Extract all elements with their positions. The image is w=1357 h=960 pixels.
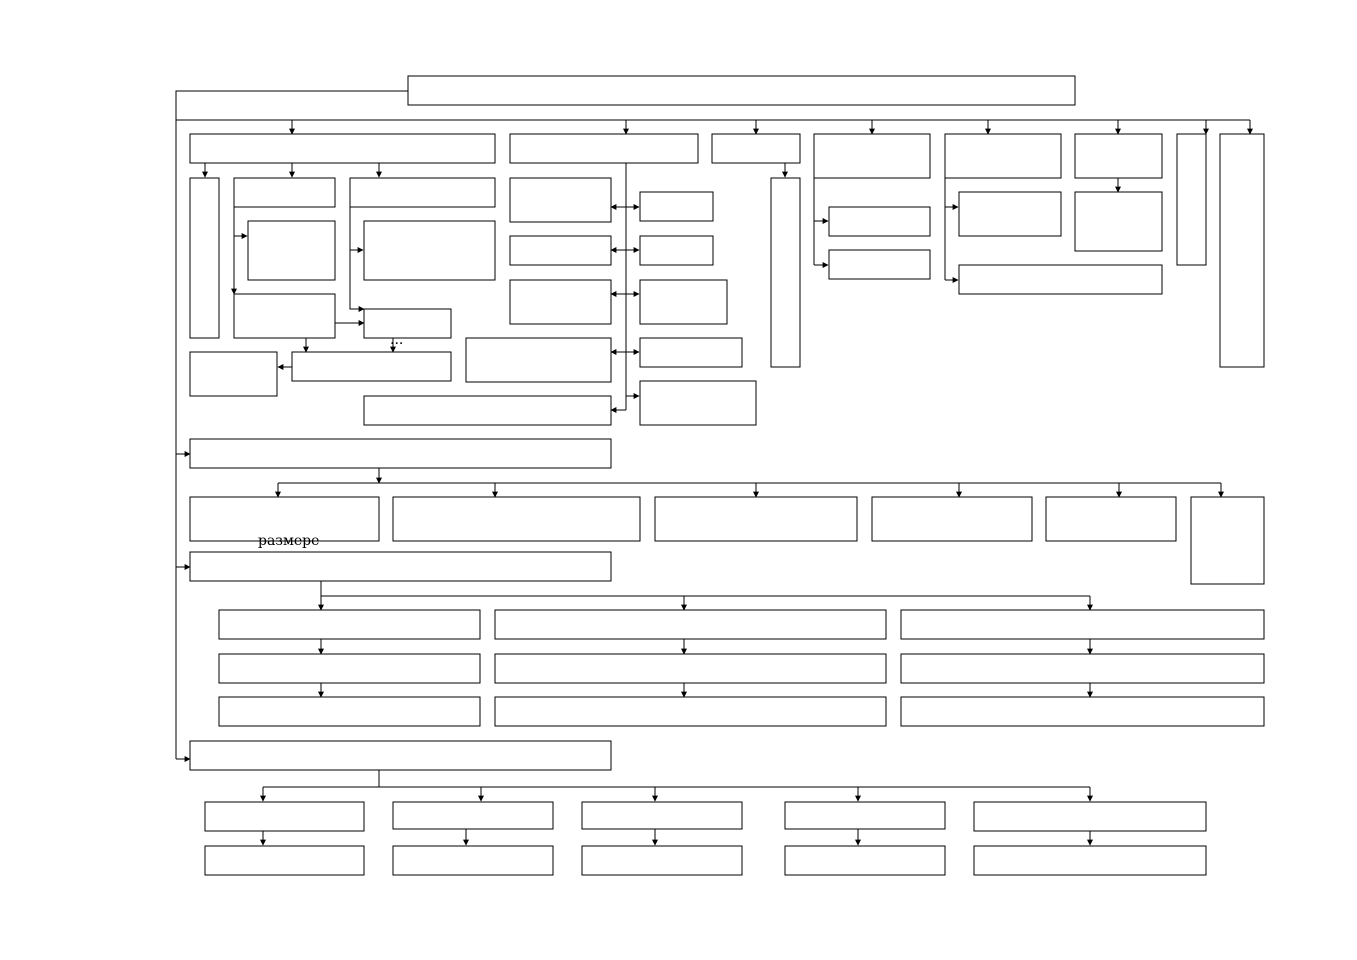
- box-row4-2b: [392, 845, 554, 876]
- box-row4-1b: [204, 845, 365, 876]
- box-row3-c2-1: [494, 609, 887, 640]
- box-d-1: [828, 206, 931, 237]
- root-box: [407, 75, 1076, 106]
- box-b-r4: [639, 337, 743, 368]
- box-row4-4a: [784, 801, 946, 830]
- box-a-4: [291, 351, 452, 382]
- box-h-tall: [1219, 133, 1265, 368]
- box-b-l2: [509, 235, 612, 266]
- box-d-head: [813, 133, 931, 179]
- box-row2-head: [189, 438, 612, 469]
- box-row4-3b: [581, 845, 743, 876]
- box-a-3b: [363, 308, 452, 339]
- box-row3-c3-3: [900, 696, 1265, 727]
- box-f-head: [1074, 133, 1163, 179]
- box-row4-1a: [204, 801, 365, 832]
- box-row3-c3-2: [900, 653, 1265, 684]
- box-row3-c2-3: [494, 696, 887, 727]
- connector-lines: [175, 90, 1253, 846]
- box-row4-3a: [581, 801, 743, 830]
- box-e-head: [944, 133, 1062, 179]
- box-row2-2: [392, 496, 641, 542]
- box-row3-head: [189, 551, 612, 582]
- diagram-boxes: [189, 75, 1265, 876]
- box-row3-c2-2: [494, 653, 887, 684]
- box-b-l4: [465, 337, 612, 383]
- box-row4-4b: [784, 845, 946, 876]
- box-b-l3: [509, 279, 612, 325]
- box-b-r2: [639, 235, 714, 266]
- box-b-r3: [639, 279, 728, 325]
- box-d-2: [828, 249, 931, 280]
- box-row4-5a: [973, 801, 1207, 832]
- box-b-r1: [639, 191, 714, 222]
- box-c-tall: [770, 177, 801, 368]
- box-b-l1: [509, 177, 612, 223]
- box-row2-3: [654, 496, 858, 542]
- box-c-head: [711, 133, 801, 164]
- box-row2-1: [189, 496, 380, 542]
- box-a-3: [349, 177, 496, 208]
- box-a-5: [189, 351, 278, 397]
- box-row3-c1-2: [218, 653, 481, 684]
- box-g-tall: [1176, 133, 1207, 266]
- box-e-2: [958, 264, 1163, 295]
- box-a-2b: [233, 293, 336, 339]
- box-row4-2a: [392, 801, 554, 830]
- box-row2-5: [1045, 496, 1177, 542]
- box-a-3a: [363, 220, 496, 281]
- box-b-r5: [639, 380, 757, 426]
- box-a-2: [233, 177, 336, 208]
- box-row3-c1-1: [218, 609, 481, 640]
- box-a-head: [189, 133, 496, 164]
- box-row2-6: [1190, 496, 1265, 585]
- box-row4-5b: [973, 845, 1207, 876]
- box-row4-head: [189, 740, 612, 771]
- box-row2-4: [871, 496, 1033, 542]
- box-row3-c3-1: [900, 609, 1265, 640]
- box-a-tall: [189, 177, 220, 339]
- box-row3-c1-3: [218, 696, 481, 727]
- box-b-head: [509, 133, 699, 164]
- text-fragment-1: ...: [390, 332, 403, 348]
- box-e-1: [958, 191, 1062, 237]
- box-f-1: [1074, 191, 1163, 252]
- box-b-l5: [363, 395, 612, 426]
- text-fragment-2: размере: [258, 533, 319, 549]
- box-a-2a: [247, 220, 336, 281]
